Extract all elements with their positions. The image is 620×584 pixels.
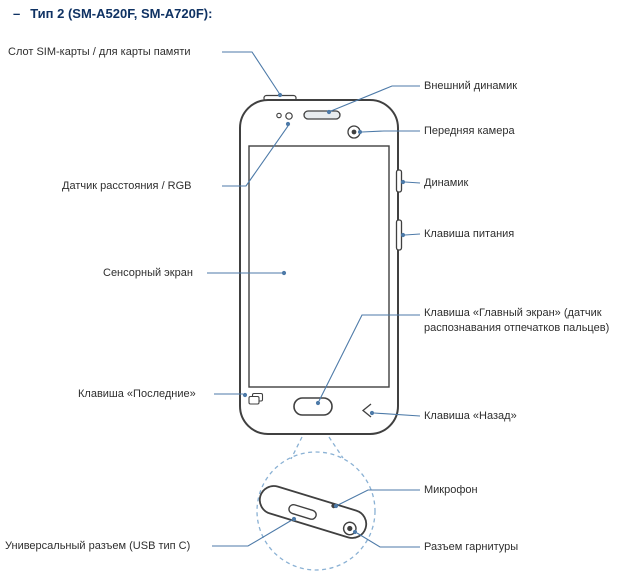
side-speaker-graphic (395, 169, 403, 193)
recents-key-icon (248, 392, 264, 405)
callout-microphone (337, 489, 420, 506)
bottom-edge-graphic (258, 485, 368, 539)
label-sim-slot: Слот SIM-карты / для карты памяти (8, 46, 191, 58)
connector-dash-right (328, 436, 344, 459)
callout-proximity (222, 125, 289, 187)
back-key-icon (361, 403, 372, 418)
title-text: Тип 2 (SM-A520F, SM-A720F): (30, 6, 213, 21)
callout-lines (207, 51, 421, 548)
callout-usb (212, 519, 293, 547)
label-proximity-rgb: Датчик расстояния / RGB (62, 180, 192, 192)
label-power-key: Клавиша питания (424, 228, 515, 240)
callout-back (373, 412, 421, 417)
callout-power (404, 233, 421, 236)
label-back-key: Клавиша «Назад» (424, 410, 517, 422)
proximity-sensor-graphic (276, 112, 282, 119)
label-recents-key: Клавиша «Последние» (78, 388, 196, 400)
callout-sim-slot (222, 51, 280, 94)
callout-headset (356, 532, 420, 548)
callout-side-speaker (404, 181, 421, 184)
label-front-camera: Передняя камера (424, 125, 515, 137)
home-key-graphic (293, 397, 333, 416)
rgb-sensor-graphic (285, 112, 293, 120)
callout-front-camera (361, 130, 420, 133)
earpiece-speaker-graphic (303, 110, 341, 120)
zoom-detail (256, 436, 376, 571)
callout-dots (242, 92, 406, 535)
zoom-circle (256, 451, 376, 571)
label-usb-connector: Универсальный разъем (USB тип C) (5, 540, 191, 552)
callout-external-speaker (330, 85, 420, 112)
front-camera-lens (351, 129, 357, 135)
callout-home (318, 314, 420, 402)
page-title: – Тип 2 (SM-A520F, SM-A720F): (13, 6, 212, 21)
screen-graphic (248, 145, 390, 388)
label-home-key: Клавиша «Главный экран» (датчик распозна… (424, 307, 610, 334)
power-key-graphic (395, 219, 403, 251)
phone-illustration (239, 94, 403, 435)
label-touchscreen: Сенсорный экран (103, 267, 193, 279)
label-external-speaker: Внешний динамик (424, 80, 518, 92)
label-microphone: Микрофон (424, 484, 478, 496)
usb-port-graphic (288, 503, 317, 520)
label-speaker: Динамик (424, 177, 469, 189)
label-headset-jack: Разъем гарнитуры (424, 541, 519, 553)
title-bullet: – (13, 6, 21, 21)
